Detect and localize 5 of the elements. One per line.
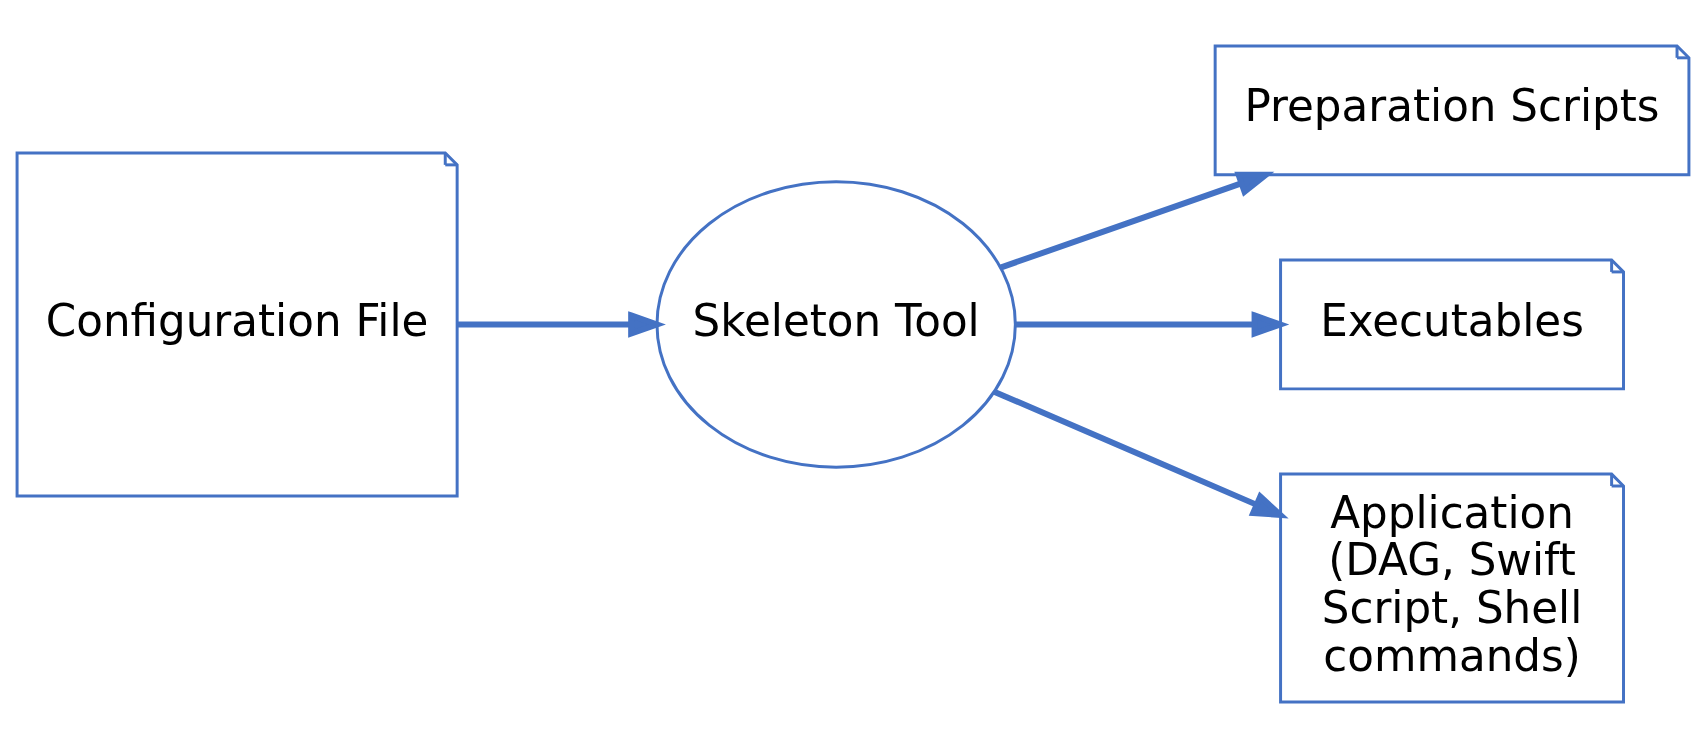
arrow [999, 171, 1275, 271]
node-ellipse: Skeleton Tool [655, 180, 1017, 469]
arrow [992, 388, 1289, 519]
arrow [457, 311, 666, 338]
arrow [1015, 311, 1290, 338]
